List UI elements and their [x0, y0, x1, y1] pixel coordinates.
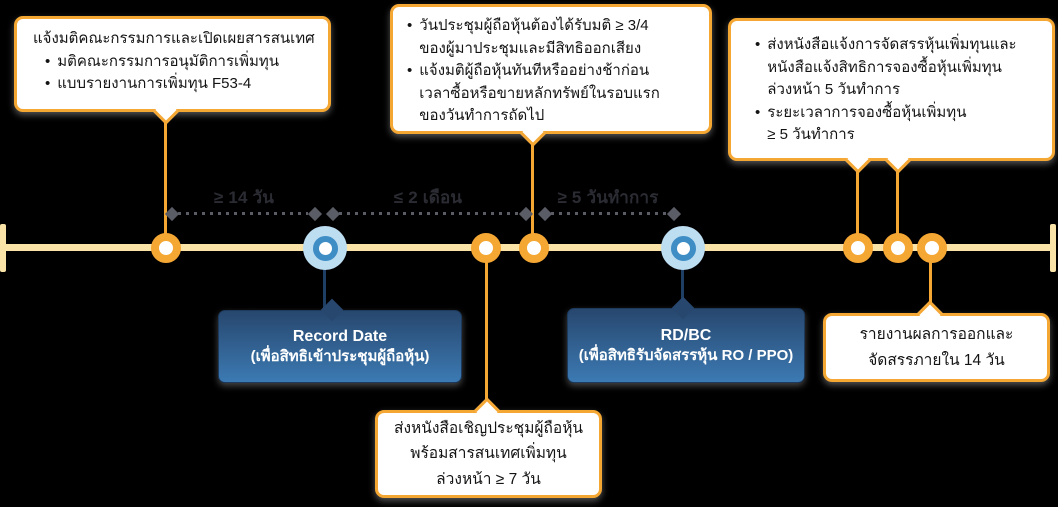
interval-label-1: ≥ 14 วัน: [213, 188, 275, 207]
callout-invitation: ส่งหนังสือเชิญประชุมผู้ถือหุ้น พร้อมสารส…: [375, 410, 602, 498]
bullet-icon: •: [45, 52, 51, 70]
callout-shareholder-meeting: • วันประชุมผู้ถือหุ้นต้องได้รับมติ ≥ 3/4…: [390, 4, 712, 134]
node-record-date-ring: [312, 235, 338, 261]
bullet-icon: •: [407, 17, 413, 34]
milestone-rd-bc-title: RD/BC: [660, 326, 712, 344]
timeline-endcap-left: [0, 224, 6, 272]
node-record-date: [303, 226, 347, 270]
node-invitation: [471, 233, 501, 263]
interval-dash-1: [178, 212, 308, 215]
milestone-record-date-subtitle: (เพื่อสิทธิเข้าประชุมผู้ถือหุ้น): [250, 348, 430, 366]
node-rd-bc-ring: [670, 235, 696, 261]
bullet-icon: •: [755, 36, 761, 53]
milestone-rd-bc-subtitle: (เพื่อสิทธิรับจัดสรรหุ้น RO / PPO): [578, 347, 794, 365]
connector-invitation: [485, 248, 488, 412]
callout-shareholder-meeting-bullet-1: วันประชุมผู้ถือหุ้นต้องได้รับมติ ≥ 3/4 ข…: [419, 17, 649, 57]
milestone-rd-bc: RD/BC (เพื่อสิทธิรับจัดสรรหุ้น RO / PPO): [567, 308, 805, 383]
bullet-icon: •: [407, 62, 413, 79]
connector-report: [929, 248, 932, 314]
interval-label-2: ≤ 2 เดือน: [393, 188, 463, 207]
connector-record-date: [323, 248, 326, 308]
connector-shareholder-meeting: [531, 138, 534, 248]
callout-allocation-notice-bullet-1: ส่งหนังสือแจ้งการจัดสรรหุ้นเพิ่มทุนและ ห…: [767, 36, 1017, 98]
node-allocation-notice-1: [843, 233, 873, 263]
callout-board-resolution-bullet-2: แบบรายงานการเพิ่มทุน F53-4: [57, 75, 252, 92]
interval-dash-3: [551, 212, 667, 215]
callout-shareholder-meeting-bullet-2: แจ้งมติผู้ถือหุ้นทันทีหรืออย่างช้าก่อน เ…: [419, 62, 660, 124]
node-allocation-notice-2: [883, 233, 913, 263]
interval-dash-2: [339, 212, 519, 215]
node-rd-bc: [661, 226, 705, 270]
callout-allocation-notice: • ส่งหนังสือแจ้งการจัดสรรหุ้นเพิ่มทุนและ…: [728, 18, 1055, 161]
bullet-icon: •: [45, 75, 51, 92]
node-shareholder-meeting: [519, 233, 549, 263]
callout-board-resolution-bullet-1: มติคณะกรรมการอนุมัติการเพิ่มทุน: [57, 52, 280, 70]
connector-rd-bc: [681, 248, 684, 306]
callout-board-resolution-heading: แจ้งมติคณะกรรมการและเปิดเผยสารสนเทศ: [33, 30, 315, 47]
bullet-icon: •: [755, 103, 761, 121]
node-board-resolution: [151, 233, 181, 263]
callout-allocation-notice-bullet-2: ระยะเวลาการจองซื้อหุ้นเพิ่มทุน ≥ 5 วันทำ…: [767, 103, 967, 144]
timeline-endcap-right: [1050, 224, 1056, 272]
interval-label-3: ≥ 5 วันทำการ: [557, 188, 659, 207]
connector-allocation-notice-2: [896, 158, 899, 248]
interval-diamond-icon: [325, 206, 341, 222]
callout-report: รายงานผลการออกและ จัดสรรภายใน 14 วัน: [823, 313, 1050, 382]
node-report: [917, 233, 947, 263]
callout-invitation-text: ส่งหนังสือเชิญประชุมผู้ถือหุ้น พร้อมสารส…: [393, 419, 584, 488]
milestone-record-date-title: Record Date: [292, 327, 388, 345]
milestone-record-date: Record Date (เพื่อสิทธิเข้าประชุมผู้ถือห…: [218, 310, 462, 383]
callout-board-resolution: แจ้งมติคณะกรรมการและเปิดเผยสารสนเทศ • มต…: [14, 16, 331, 112]
connector-board-resolution: [164, 108, 167, 248]
callout-report-text: รายงานผลการออกและ จัดสรรภายใน 14 วัน: [859, 325, 1014, 369]
connector-allocation-notice-1: [856, 158, 859, 248]
